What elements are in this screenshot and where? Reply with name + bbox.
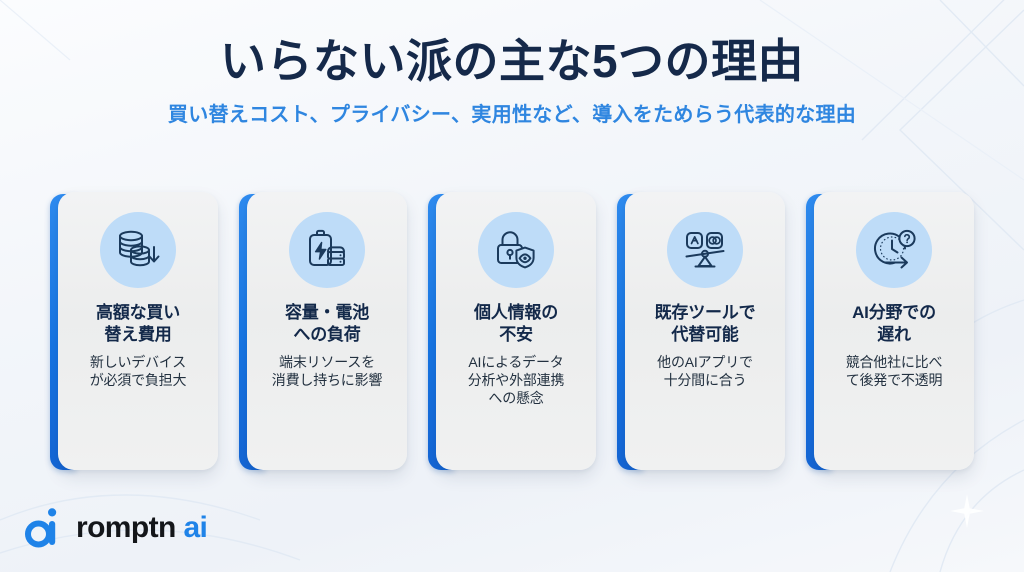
card-body[interactable]: AI分野での 遅れ 競合他社に比べ て後発で不透明 <box>814 192 974 470</box>
card-description: 競合他社に比べ て後発で不透明 <box>845 353 943 388</box>
brand-name-primary: romptn <box>76 511 176 544</box>
coins-down-arrow-icon <box>119 230 160 267</box>
clock-arrow-question-icon <box>874 229 916 269</box>
card-icon-badge <box>667 212 743 288</box>
promptn-logo-mark-icon <box>25 508 57 548</box>
reason-card-list: 高額な買い 替え費用 新しいデバイス が必須で負担大 <box>50 192 974 472</box>
page-title: いらない派の主な5つの理由 <box>219 35 805 87</box>
reason-card-5[interactable]: AI分野での 遅れ 競合他社に比べ て後発で不透明 <box>806 192 974 472</box>
brand-logo-text: romptn ai <box>76 511 208 544</box>
card-title: 個人情報の 不安 <box>474 303 558 344</box>
card-icon-badge <box>856 212 932 288</box>
brand-name-accent: ai <box>183 511 208 544</box>
page-subtitle: 買い替えコスト、プライバシー、実用性など、導入をためらう代表的な理由 <box>167 104 857 127</box>
sparkle-icon <box>950 494 984 528</box>
reason-card-2[interactable]: 容量・電池 への負荷 端末リソースを 消費し持ちに影響 <box>239 192 407 472</box>
card-title: 容量・電池 への負荷 <box>285 303 369 344</box>
reason-card-3[interactable]: 個人情報の 不安 AIによるデータ 分析や外部連携 への懸念 <box>428 192 596 472</box>
card-body[interactable]: 容量・電池 への負荷 端末リソースを 消費し持ちに影響 <box>247 192 407 470</box>
card-title: 高額な買い 替え費用 <box>96 303 180 344</box>
card-description: 他のAIアプリで 十分間に合う <box>657 353 753 388</box>
card-icon-badge <box>289 212 365 288</box>
battery-server-icon <box>309 229 345 266</box>
card-body[interactable]: 既存ツールで 代替可能 他のAIアプリで 十分間に合う <box>625 192 785 470</box>
card-title: AI分野での 遅れ <box>852 303 936 344</box>
card-body[interactable]: 高額な買い 替え費用 新しいデバイス が必須で負担大 <box>58 192 218 470</box>
card-description: 新しいデバイス が必須で負担大 <box>89 353 187 388</box>
reason-card-1[interactable]: 高額な買い 替え費用 新しいデバイス が必須で負担大 <box>50 192 218 472</box>
reason-card-4[interactable]: 既存ツールで 代替可能 他のAIアプリで 十分間に合う <box>617 192 785 472</box>
app-balance-scale-icon <box>685 232 725 268</box>
header: いらない派の主な5つの理由 買い替えコスト、プライバシー、実用性など、導入をため… <box>0 34 1024 128</box>
card-icon-badge <box>100 212 176 288</box>
card-description: 端末リソースを 消費し持ちに影響 <box>271 353 383 388</box>
card-description: AIによるデータ 分析や外部連携 への懸念 <box>467 353 565 407</box>
card-icon-badge <box>478 212 554 288</box>
lock-shield-eye-icon <box>497 231 535 269</box>
card-body[interactable]: 個人情報の 不安 AIによるデータ 分析や外部連携 への懸念 <box>436 192 596 470</box>
brand-logo: romptn ai <box>24 506 208 550</box>
card-title: 既存ツールで 代替可能 <box>654 303 756 344</box>
